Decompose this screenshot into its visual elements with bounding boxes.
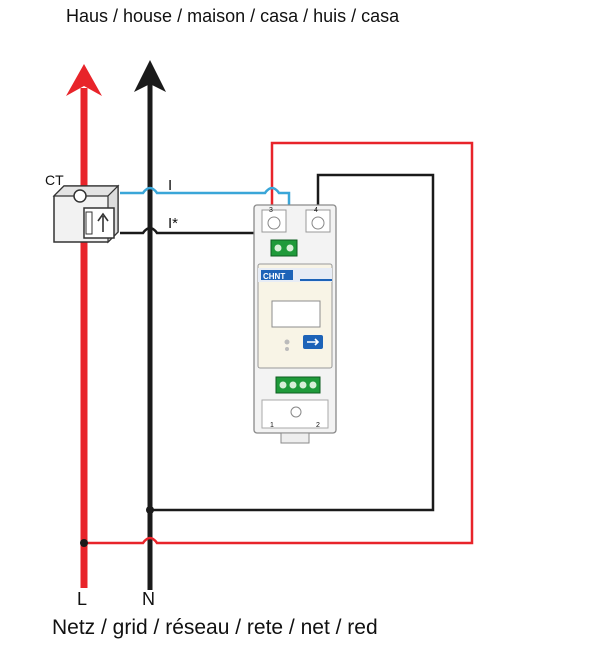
ct-label: CT <box>45 172 64 188</box>
comm-connector <box>275 376 321 394</box>
neutral-junction-dot <box>146 506 154 514</box>
terminal-3-screw-icon <box>267 216 281 230</box>
terminal-bottom-screw-icon <box>290 406 302 418</box>
phase-junction-dot <box>80 539 88 547</box>
meter-brand-logo <box>261 270 293 280</box>
pulse-led-icon <box>284 339 290 345</box>
ct-clamp <box>52 184 120 244</box>
ct-wire-i-label: I <box>168 177 172 194</box>
ct-wire-i-star <box>120 226 282 240</box>
terminal-4-label: 4 <box>314 207 318 214</box>
meter-brand-label: CHNT <box>263 272 285 281</box>
meter-display <box>271 300 321 328</box>
terminal-1-label: 1 <box>270 422 274 429</box>
house-caption: Haus / house / maison / casa / huis / ca… <box>66 6 400 26</box>
phase-label: L <box>77 589 87 609</box>
terminal-2-label: 2 <box>316 422 320 429</box>
energy-meter: CHNT <box>253 204 337 444</box>
ct-wire-i-star-label: I* <box>168 215 178 232</box>
ct-arrow-icon <box>97 212 109 232</box>
phase-arrow-icon <box>66 64 102 96</box>
terminal-4-screw-icon <box>311 216 325 230</box>
neutral-arrow-icon <box>134 60 166 92</box>
neutral-label: N <box>142 589 155 609</box>
ct-input-connector <box>270 239 298 257</box>
phase-wire-to-meter <box>84 141 474 545</box>
arrow-right-icon <box>307 338 320 346</box>
grid-caption: Netz / grid / réseau / rete / net / red <box>52 616 378 639</box>
ct-wire-i <box>120 186 291 240</box>
terminal-3-label: 3 <box>269 207 273 214</box>
neutral-wire-to-meter <box>150 173 435 512</box>
